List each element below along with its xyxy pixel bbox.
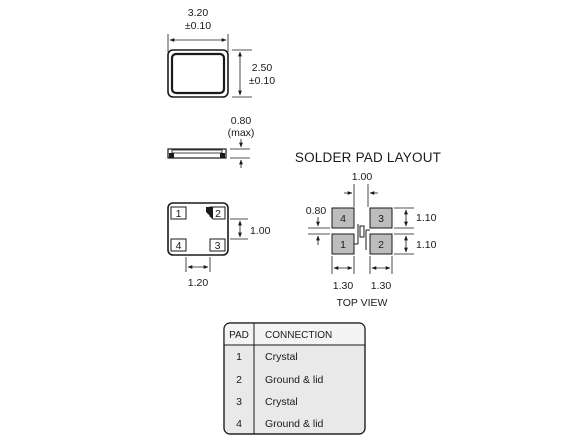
solder-pad-layout: SOLDER PAD LAYOUT 1.00 4 3 1 2 0.80 [295,150,441,309]
table-row-pad: 2 [236,374,242,386]
bottom-pad-3 [209,238,226,252]
lid-outline [170,52,226,95]
table-header-connection: CONNECTION [265,330,332,341]
pad-height-dim-value: 1.00 [250,225,271,237]
bottom-pad-2-label: 2 [215,208,221,220]
right-dim-top-value: 1.10 [416,212,437,224]
table-row-connection: Crystal [265,351,298,363]
package-outline [167,49,229,98]
height-dim-tolerance: ±0.10 [249,75,275,87]
bottom-pad-1 [170,206,187,220]
bottom-pad-3-label: 3 [215,240,221,252]
width-dim-tolerance: ±0.10 [185,20,211,32]
bottom-dim-left-value: 1.30 [333,280,354,292]
left-dim-value: 0.80 [306,205,327,217]
table-row-connection: Ground & lid [265,418,324,430]
pad-connection-table: PAD CONNECTION 1 Crystal 2 Ground & lid … [223,322,366,435]
thickness-dim-value: 0.80 [231,115,252,127]
package-side-view: 0.80 (max) [167,115,255,168]
bottom-pad-1-label: 1 [176,208,182,220]
solder-pad-4 [331,207,355,229]
table-row-connection: Crystal [265,396,298,408]
width-dim-value: 3.20 [188,7,209,19]
solder-pad-2-label: 2 [378,239,384,251]
crystal-symbol [354,224,370,250]
right-dim-bottom-value: 1.10 [416,239,437,251]
package-bottom-view: 1 2 4 3 1.00 1.20 [167,202,271,289]
center-gap-dim-value: 1.00 [352,171,373,183]
thickness-dim-note: (max) [228,127,255,139]
table-row-connection: Ground & lid [265,374,324,386]
height-dim-value: 2.50 [252,62,273,74]
terminal-right [220,153,225,158]
solder-pad-2 [369,233,393,255]
table-row-pad: 1 [236,351,242,363]
bottom-pad-4 [170,238,187,252]
table-header-bg [224,323,365,345]
package-body-side [167,148,227,159]
table-header-pad: PAD [229,330,249,341]
table-row-pad: 3 [236,396,242,408]
solder-pad-4-label: 4 [340,213,346,225]
pad-gap-dim-value: 1.20 [188,277,209,289]
solder-pad-3-label: 3 [378,213,384,225]
package-top-view: 3.20 ±0.10 2.50 ±0.10 [167,7,275,98]
bottom-pad-4-label: 4 [176,240,182,252]
solder-pad-1-label: 1 [340,239,346,251]
view-label: TOP VIEW [337,297,388,309]
solder-pad-3 [369,207,393,229]
bottom-dim-right-value: 1.30 [371,280,392,292]
solder-layout-title: SOLDER PAD LAYOUT [295,150,441,165]
terminal-left [169,153,174,158]
table-row-pad: 4 [236,418,242,430]
